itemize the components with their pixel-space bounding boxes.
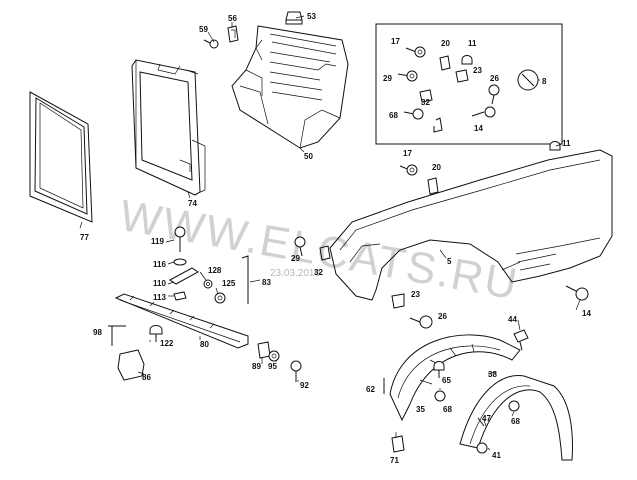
- label-5: 5: [447, 257, 452, 266]
- label-95: 95: [268, 362, 277, 371]
- screw-119: [174, 226, 186, 252]
- label-68-inset: 68: [389, 111, 398, 120]
- label-98: 98: [93, 328, 102, 337]
- screw-59: [203, 39, 219, 49]
- wheel-arch-liner-38: [459, 375, 573, 461]
- clip-23: [391, 293, 405, 309]
- label-11: 11: [562, 139, 571, 148]
- screw-17: [399, 164, 418, 176]
- screw-41: [476, 442, 488, 454]
- fender-5: [329, 149, 613, 301]
- label-110: 110: [153, 279, 166, 288]
- nut-125: [214, 292, 226, 304]
- screw-92: [290, 360, 302, 382]
- seal-frame-77: [29, 91, 93, 223]
- label-32: 32: [314, 268, 323, 277]
- label-38: 38: [488, 370, 497, 379]
- label-26: 26: [438, 312, 447, 321]
- label-86: 86: [142, 373, 151, 382]
- label-23: 23: [411, 290, 420, 299]
- label-68-right: 68: [511, 417, 520, 426]
- label-35: 35: [416, 405, 425, 414]
- label-80: 80: [200, 340, 209, 349]
- label-47: 47: [482, 414, 491, 423]
- arrow-98: [108, 325, 126, 346]
- label-128: 128: [208, 266, 222, 275]
- nut-53: [285, 11, 303, 25]
- label-29: 29: [291, 254, 300, 263]
- label-65: 65: [442, 376, 451, 385]
- label-116: 116: [153, 260, 166, 269]
- clip-122: [149, 325, 163, 342]
- label-125: 125: [222, 279, 236, 288]
- label-92: 92: [300, 381, 309, 390]
- label-29-inset: 29: [383, 74, 392, 83]
- screw-29: [294, 236, 306, 257]
- air-duct-housing-50: [231, 25, 349, 149]
- washer-128: [203, 279, 213, 289]
- hardware-inset-box: [375, 23, 563, 145]
- label-83: 83: [262, 278, 271, 287]
- screw-47: [477, 417, 485, 427]
- label-89: 89: [252, 362, 261, 371]
- label-74: 74: [188, 199, 197, 208]
- clip-44: [513, 329, 529, 351]
- label-41: 41: [492, 451, 501, 460]
- inset-hardware: [397, 46, 539, 133]
- label-77: 77: [80, 233, 89, 242]
- leader-lines: [79, 15, 581, 451]
- wheel-arch-liner-35: [389, 334, 521, 422]
- clip-32: [319, 245, 331, 261]
- label-56: 56: [228, 14, 237, 23]
- screw-14: [565, 285, 589, 301]
- label-17-inset: 17: [391, 37, 400, 46]
- screw-68-right: [508, 400, 520, 412]
- label-122: 122: [160, 339, 174, 348]
- label-11-inset: 11: [468, 39, 477, 48]
- label-14: 14: [582, 309, 591, 318]
- label-17: 17: [403, 149, 412, 158]
- support-strip-80: [114, 293, 249, 349]
- watermark: WWW.ELCATS.RU: [116, 191, 522, 309]
- cover-86: [117, 349, 145, 381]
- clip-89: [257, 341, 271, 359]
- label-71: 71: [390, 456, 399, 465]
- nut-95: [268, 350, 280, 362]
- clip-71: [391, 435, 405, 453]
- label-20-inset: 20: [441, 39, 450, 48]
- screw-26: [409, 315, 433, 329]
- label-32-inset: 32: [421, 98, 430, 107]
- label-14-inset: 14: [474, 124, 483, 133]
- label-50: 50: [304, 152, 313, 161]
- label-68-left: 68: [443, 405, 452, 414]
- clip-65: [433, 361, 445, 378]
- label-8: 8: [542, 77, 547, 86]
- label-53: 53: [307, 12, 316, 21]
- bracket-110: [169, 267, 199, 285]
- shroud-frame-74: [131, 59, 206, 196]
- label-113: 113: [153, 293, 166, 302]
- label-23-inset: 23: [473, 66, 482, 75]
- label-59: 59: [199, 25, 208, 34]
- cap-11: [549, 141, 561, 151]
- washer-116: [173, 258, 187, 266]
- clip-20: [427, 177, 439, 195]
- nut-113: [173, 291, 187, 301]
- watermark-date: 23.03.2010: [270, 268, 320, 279]
- label-26-inset: 26: [490, 74, 499, 83]
- clip-56: [227, 25, 239, 43]
- bracket-83: [241, 255, 249, 304]
- screw-68: [434, 390, 446, 402]
- label-20: 20: [432, 163, 441, 172]
- label-62: 62: [366, 385, 375, 394]
- label-44: 44: [508, 315, 517, 324]
- label-119: 119: [151, 237, 164, 246]
